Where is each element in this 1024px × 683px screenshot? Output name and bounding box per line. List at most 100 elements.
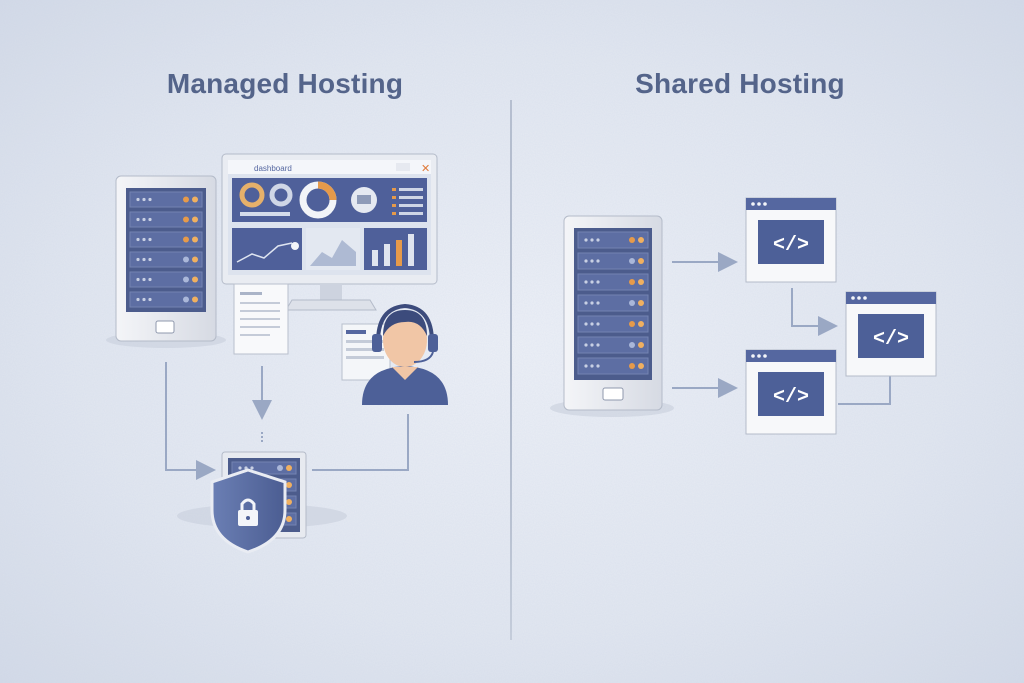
slot-light (584, 343, 588, 347)
status-led (629, 258, 635, 264)
browser-window-icon-1: </> (745, 197, 837, 283)
server-slot (577, 294, 649, 312)
slot-light (148, 197, 152, 202)
slot-light (590, 238, 594, 242)
slot-light (584, 280, 588, 284)
server-slot (577, 273, 649, 291)
server-slot (129, 191, 203, 208)
managed-server-icon (106, 175, 226, 348)
status-led (183, 256, 189, 263)
slot-light (148, 297, 152, 302)
status-led (629, 342, 635, 348)
status-led (638, 237, 644, 243)
status-led (183, 296, 189, 303)
server-slot (129, 291, 203, 308)
code-icon: </> (873, 328, 909, 351)
dashboard-list (392, 188, 423, 215)
slot-light (148, 237, 152, 242)
slot-light (142, 217, 146, 222)
slot-light (136, 237, 140, 242)
slot-light (584, 322, 588, 326)
server-slot (577, 231, 649, 249)
slot-light (142, 277, 146, 282)
slot-light (596, 301, 600, 305)
status-led (183, 216, 189, 223)
slot-light (136, 297, 140, 302)
server-slot (129, 251, 203, 268)
close-icon: ✕ (421, 163, 430, 175)
slot-light (238, 466, 242, 470)
server-slot (577, 357, 649, 375)
status-led (192, 296, 198, 303)
slot-light (584, 364, 588, 368)
slot-light (148, 277, 152, 282)
status-led (629, 363, 635, 369)
status-led (286, 465, 292, 471)
status-led (629, 321, 635, 327)
shared-connectors (672, 252, 891, 405)
status-led (183, 276, 189, 283)
code-icon: </> (773, 234, 809, 257)
slot-light (590, 259, 594, 263)
status-led (192, 276, 198, 283)
status-led (183, 236, 189, 243)
slot-light (244, 466, 248, 470)
status-led (629, 279, 635, 285)
slot-light (596, 343, 600, 347)
status-led (192, 196, 198, 203)
slot-light (596, 238, 600, 242)
status-led (192, 216, 198, 223)
support-agent-icon (341, 303, 448, 405)
status-led (638, 363, 644, 369)
slot-light (142, 237, 146, 242)
server-slot (577, 315, 649, 333)
section-divider (510, 100, 512, 640)
slot-light (136, 217, 140, 222)
slot-light (136, 257, 140, 262)
code-icon: </> (773, 386, 809, 409)
managed-hosting-title: Managed Hosting (166, 68, 404, 99)
slot-light (142, 297, 146, 302)
shield-lock-icon (177, 451, 347, 554)
slot-light (596, 259, 600, 263)
slot-light (148, 257, 152, 262)
slot-light (148, 217, 152, 222)
slot-light (136, 197, 140, 202)
dashboard-title: dashboard (254, 164, 292, 173)
status-led (192, 236, 198, 243)
slot-light (590, 343, 594, 347)
slot-light (590, 364, 594, 368)
slot-light (584, 238, 588, 242)
slot-light (142, 197, 146, 202)
status-led (638, 342, 644, 348)
server-slot (577, 252, 649, 270)
status-led (183, 196, 189, 203)
status-led (192, 256, 198, 263)
slot-light (136, 277, 140, 282)
document-icon (233, 283, 289, 355)
slot-light (250, 466, 254, 470)
status-led (629, 237, 635, 243)
server-slot (577, 336, 649, 354)
status-led (277, 465, 283, 471)
slot-light (596, 280, 600, 284)
slot-light (596, 364, 600, 368)
browser-window-icon-3: </> (745, 349, 837, 435)
slot-light (590, 280, 594, 284)
server-slot (129, 211, 203, 228)
browser-window-icon-2: </> (845, 291, 937, 377)
status-led (286, 499, 292, 505)
dashboard-monitor-icon: dashboard ✕ (221, 153, 438, 311)
managed-connectors (165, 362, 409, 480)
shared-hosting-title: Shared Hosting (635, 68, 845, 99)
server-slot (129, 271, 203, 288)
shared-server-icon (550, 215, 674, 417)
slot-light (590, 322, 594, 326)
server-slot (129, 231, 203, 248)
status-led (638, 300, 644, 306)
slot-light (142, 257, 146, 262)
status-led (629, 300, 635, 306)
status-led (286, 482, 292, 488)
slot-light (584, 301, 588, 305)
